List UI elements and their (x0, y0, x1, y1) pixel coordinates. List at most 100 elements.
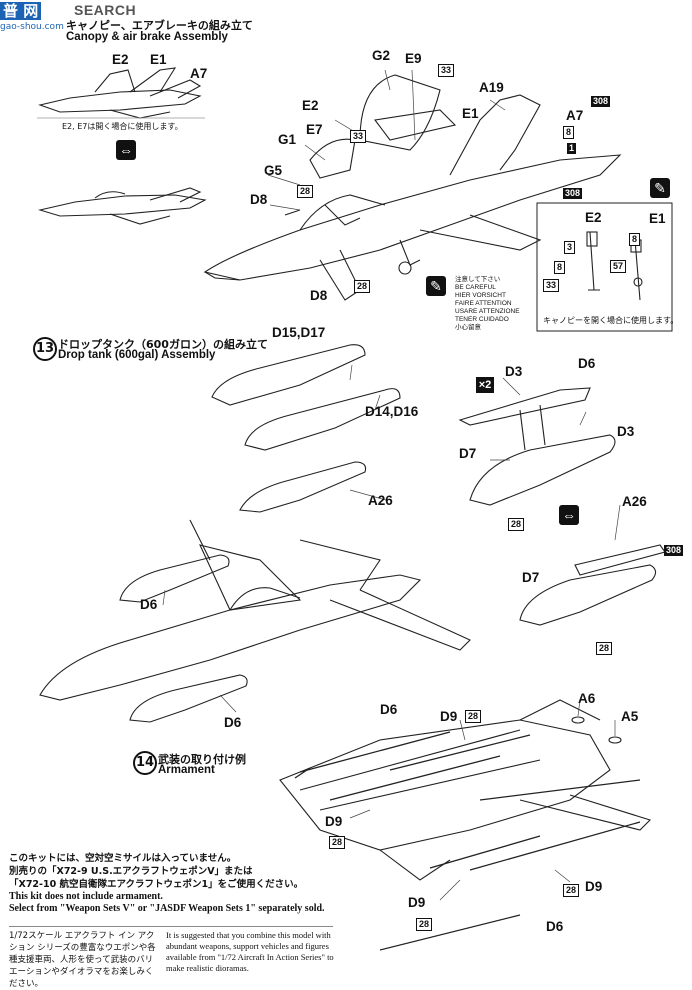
part-number-28-top: 28 (297, 181, 314, 199)
part-label-d9-left: D9 (325, 814, 343, 829)
swap-arrows-icon: ⇔ (116, 140, 136, 160)
part-number-28-arm-right: 28 (563, 880, 580, 898)
glue-caution-icon: ✎ (426, 276, 446, 296)
part-number-28-tank: 28 (508, 514, 525, 532)
part-label-e2-inset: E2 (585, 210, 602, 225)
part-number-308-tank: 308 (664, 545, 684, 556)
jet-with-drop-tanks (39, 461, 471, 723)
part-label-a26-right: A26 (622, 494, 647, 509)
part-label-a26: A26 (368, 493, 393, 508)
quantity-badge: ×2 (476, 377, 494, 393)
part-label-e1: E1 (150, 52, 167, 67)
part-label-e2-main: E2 (302, 98, 319, 113)
caution-line: HIER VORSICHT (455, 292, 506, 299)
note-jp-line: このキットには、空対空ミサイルは入っていません。 (9, 853, 237, 864)
watermark-url: gao-shou.com (0, 22, 64, 32)
caution-cn: 小心留意 (455, 324, 481, 331)
part-label-g1: G1 (278, 132, 297, 147)
step14-title-jp: 武装の取り付け例 (158, 753, 246, 766)
drop-tank-halves (211, 344, 401, 451)
step13-number: 13 (33, 337, 57, 361)
step12-title-en: Canopy & air brake Assembly (66, 31, 228, 43)
part-label-d9-low: D9 (408, 895, 426, 910)
caution-block: 注意して下さい BE CAREFUL HIER VORSICHT FAIRE A… (455, 276, 520, 332)
canopy-strut-detail (586, 231, 643, 301)
footer-divider (9, 926, 333, 927)
part-label-d8-top: D8 (250, 192, 268, 207)
note-en-line: Select from "Weapon Sets V" or "JASDF We… (9, 903, 325, 914)
watermark-brand: 普 网 (0, 2, 42, 20)
part-number-28-arm-low: 28 (416, 914, 433, 932)
part-number-33-mid: 33 (350, 126, 367, 144)
part-label-d6-arm: D6 (380, 702, 398, 717)
part-label-d6-left: D6 (140, 597, 158, 612)
part-number-28-arm-top: 28 (465, 706, 482, 724)
missile-rails (294, 731, 641, 951)
part-label-d7-top: D7 (459, 446, 477, 461)
part-number-8-inset-left: 8 (554, 257, 566, 275)
part-label-d3-top: D3 (505, 364, 523, 379)
part-number-3-inset: 3 (564, 237, 576, 255)
glue-caution-icon: ✎ (650, 178, 670, 198)
small-jet-open-canopy (38, 67, 202, 119)
part-number-8-main: 8 (563, 122, 575, 140)
step12-open-caption: E2, E7は開く場合に使用します。 (62, 122, 183, 131)
part-label-e9: E9 (405, 51, 422, 66)
footer-jp: 1/72スケール エアクラフト イン アクション シリーズの豊富なウエポンや各種… (9, 931, 156, 989)
part-label-d7-low: D7 (522, 570, 540, 585)
jet-armament-underside (279, 699, 652, 881)
part-number-33-inset: 33 (543, 275, 560, 293)
part-label-e1-inset: E1 (649, 211, 666, 226)
part-label-d9-top: D9 (440, 709, 458, 724)
caution-line: TENER CUIDADO (455, 316, 509, 323)
step14-title-en: Armament (158, 764, 215, 776)
caution-line: BE CAREFUL (455, 284, 496, 291)
part-label-e2: E2 (112, 52, 129, 67)
part-label-a7-main: A7 (566, 108, 584, 123)
drop-tank-pylon-set (458, 387, 616, 506)
part-label-d9-right: D9 (585, 879, 603, 894)
caution-line: USARE ATTENZIONE (455, 308, 520, 315)
part-label-a19: A19 (479, 80, 504, 95)
part-label-a7: A7 (190, 66, 208, 81)
main-jet-fuselage (203, 74, 622, 301)
part-label-d6-low: D6 (224, 715, 242, 730)
note-en-line: This kit does not include armament. (9, 891, 163, 902)
step12-title-jp: キャノピー、エアブレーキの組み立て (66, 19, 253, 32)
part-label-d14-d16: D14,D16 (365, 404, 419, 419)
small-jet-closed-canopy (37, 187, 207, 225)
part-number-8-inset-right: 8 (629, 229, 641, 247)
part-number-308-mid: 308 (563, 188, 583, 199)
caution-line: FAIRE ATTENTION (455, 300, 512, 307)
part-label-a5: A5 (621, 709, 639, 724)
part-label-d8-low: D8 (310, 288, 328, 303)
part-label-e1-main: E1 (462, 106, 479, 121)
part-label-g5: G5 (264, 163, 283, 178)
note-jp-line: 「X72-10 航空自衛隊エアクラフトウェポン1」をご使用ください。 (9, 879, 304, 890)
part-number-28-low: 28 (354, 276, 371, 294)
inset-caption: キャノピーを開く場合に使用します。 (543, 316, 679, 325)
part-number-33-top: 33 (438, 60, 455, 78)
part-number-57-inset: 57 (610, 256, 627, 274)
leader-lines (162, 69, 621, 901)
part-number-28-tank-low: 28 (596, 638, 613, 656)
watermark-search: SEARCH (74, 2, 137, 18)
step13-title-jp: ドロップタンク（600ガロン）の組み立て (58, 338, 268, 351)
step13-title-en: Drop tank (600gal) Assembly (58, 349, 216, 361)
swap-arrows-icon: ⇔ (559, 505, 579, 525)
drop-tank-assembled (519, 544, 666, 626)
part-label-d3-right: D3 (617, 424, 635, 439)
part-number-308-top: 308 (591, 96, 611, 107)
part-number-28-arm-left: 28 (329, 832, 346, 850)
part-number-1-main: 1 (567, 143, 577, 154)
part-label-g2: G2 (372, 48, 391, 63)
footer-en: It is suggested that you combine this mo… (166, 930, 334, 973)
step14-number: 14 (133, 751, 157, 775)
part-label-d6-bottom: D6 (546, 919, 564, 934)
armament-note: このキットには、空対空ミサイルは入っていません。 別売りの「X72-9 U.S.… (9, 852, 325, 915)
part-label-d6-top: D6 (578, 356, 596, 371)
note-jp-line: 別売りの「X72-9 U.S.エアクラフトウェポンV」または (9, 866, 253, 877)
part-label-e7: E7 (306, 122, 323, 137)
